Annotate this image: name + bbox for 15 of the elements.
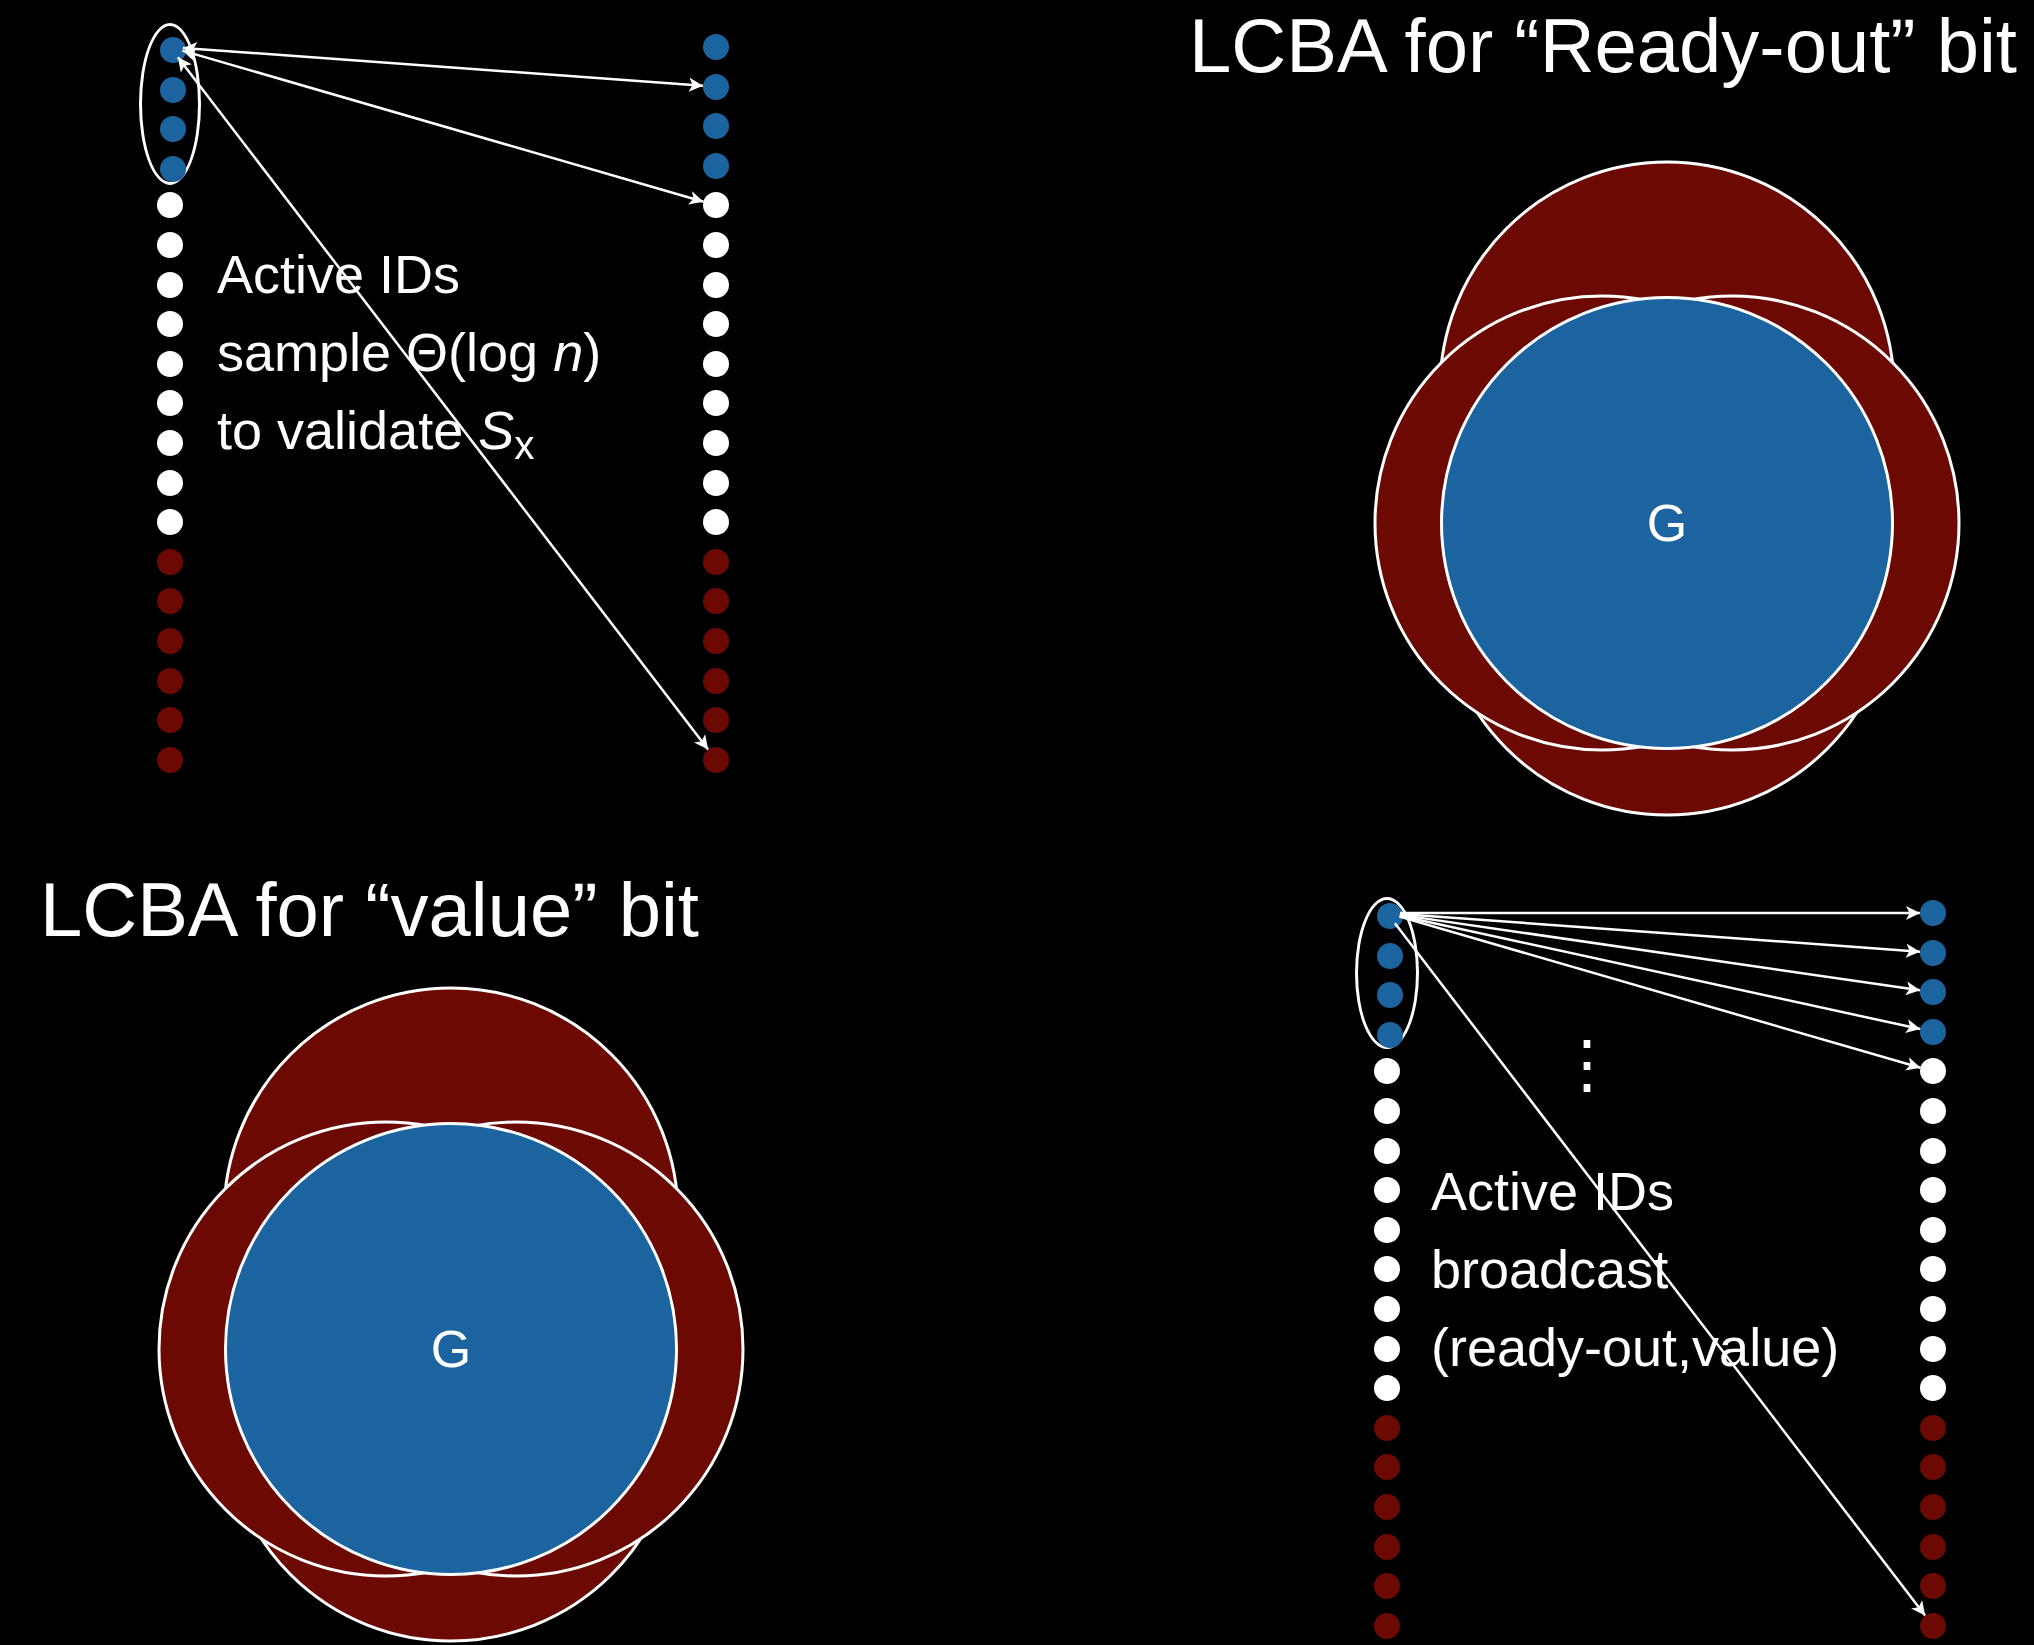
vertical-ellipsis: ⋮ (1555, 1032, 1619, 1096)
arrow (1400, 906, 1920, 920)
panel-heading: LCBA for “value” bit (40, 872, 699, 948)
arrow (1399, 915, 1921, 1071)
arrow (176, 56, 710, 751)
set-label: G (430, 1323, 472, 1375)
set-label: G (1646, 497, 1688, 549)
arrow (182, 41, 704, 92)
arrow (1399, 912, 1921, 958)
arrow (182, 47, 704, 205)
arrow (1399, 913, 1921, 996)
group-ellipse (1355, 897, 1419, 1049)
group-ellipse (139, 23, 201, 185)
arrow (1393, 922, 1927, 1617)
arrow (1399, 914, 1921, 1033)
